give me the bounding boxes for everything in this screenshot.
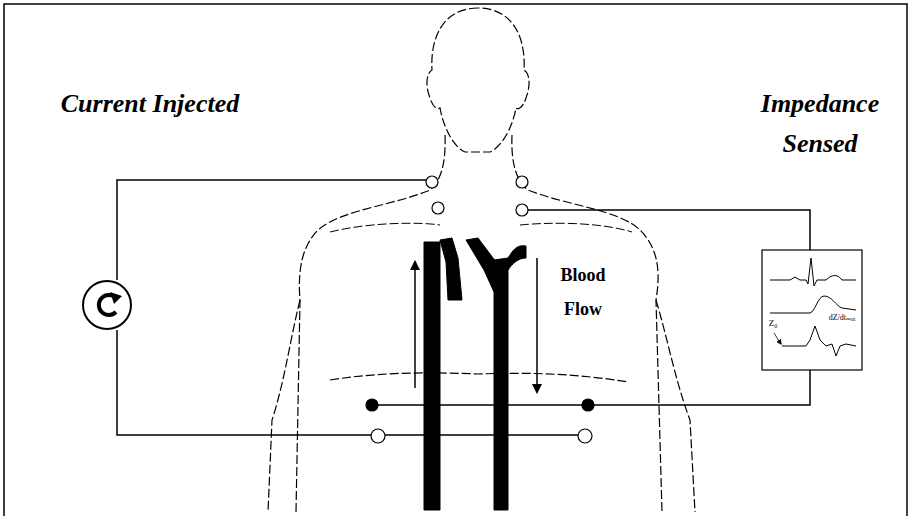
label-text: Blood Flow (560, 265, 605, 319)
flow-arrow-up (414, 262, 416, 388)
frame (4, 4, 907, 516)
injection-wires (117, 180, 585, 435)
current-source-symbol (83, 281, 131, 329)
flow-arrow-down (536, 258, 538, 392)
waveform-inset (762, 250, 862, 370)
caption-label: Impedance Sensed (735, 84, 905, 164)
electrodes (366, 176, 594, 443)
body-outline (268, 8, 695, 512)
signal-label: dZ/dtₘₐₓ (824, 313, 860, 322)
signal-label: Z₀ (766, 318, 780, 328)
aorta-and-vena-cava (424, 238, 526, 510)
caption-label: Current Injected (60, 84, 240, 124)
sensing-wires (372, 210, 810, 405)
label-text: Current Injected (61, 89, 239, 118)
flow-label: Blood Flow (548, 258, 618, 326)
label-text: dZ/dtₘₐₓ (829, 313, 856, 322)
label-text: Z₀ (769, 318, 778, 328)
label-text: Impedance Sensed (761, 89, 879, 158)
